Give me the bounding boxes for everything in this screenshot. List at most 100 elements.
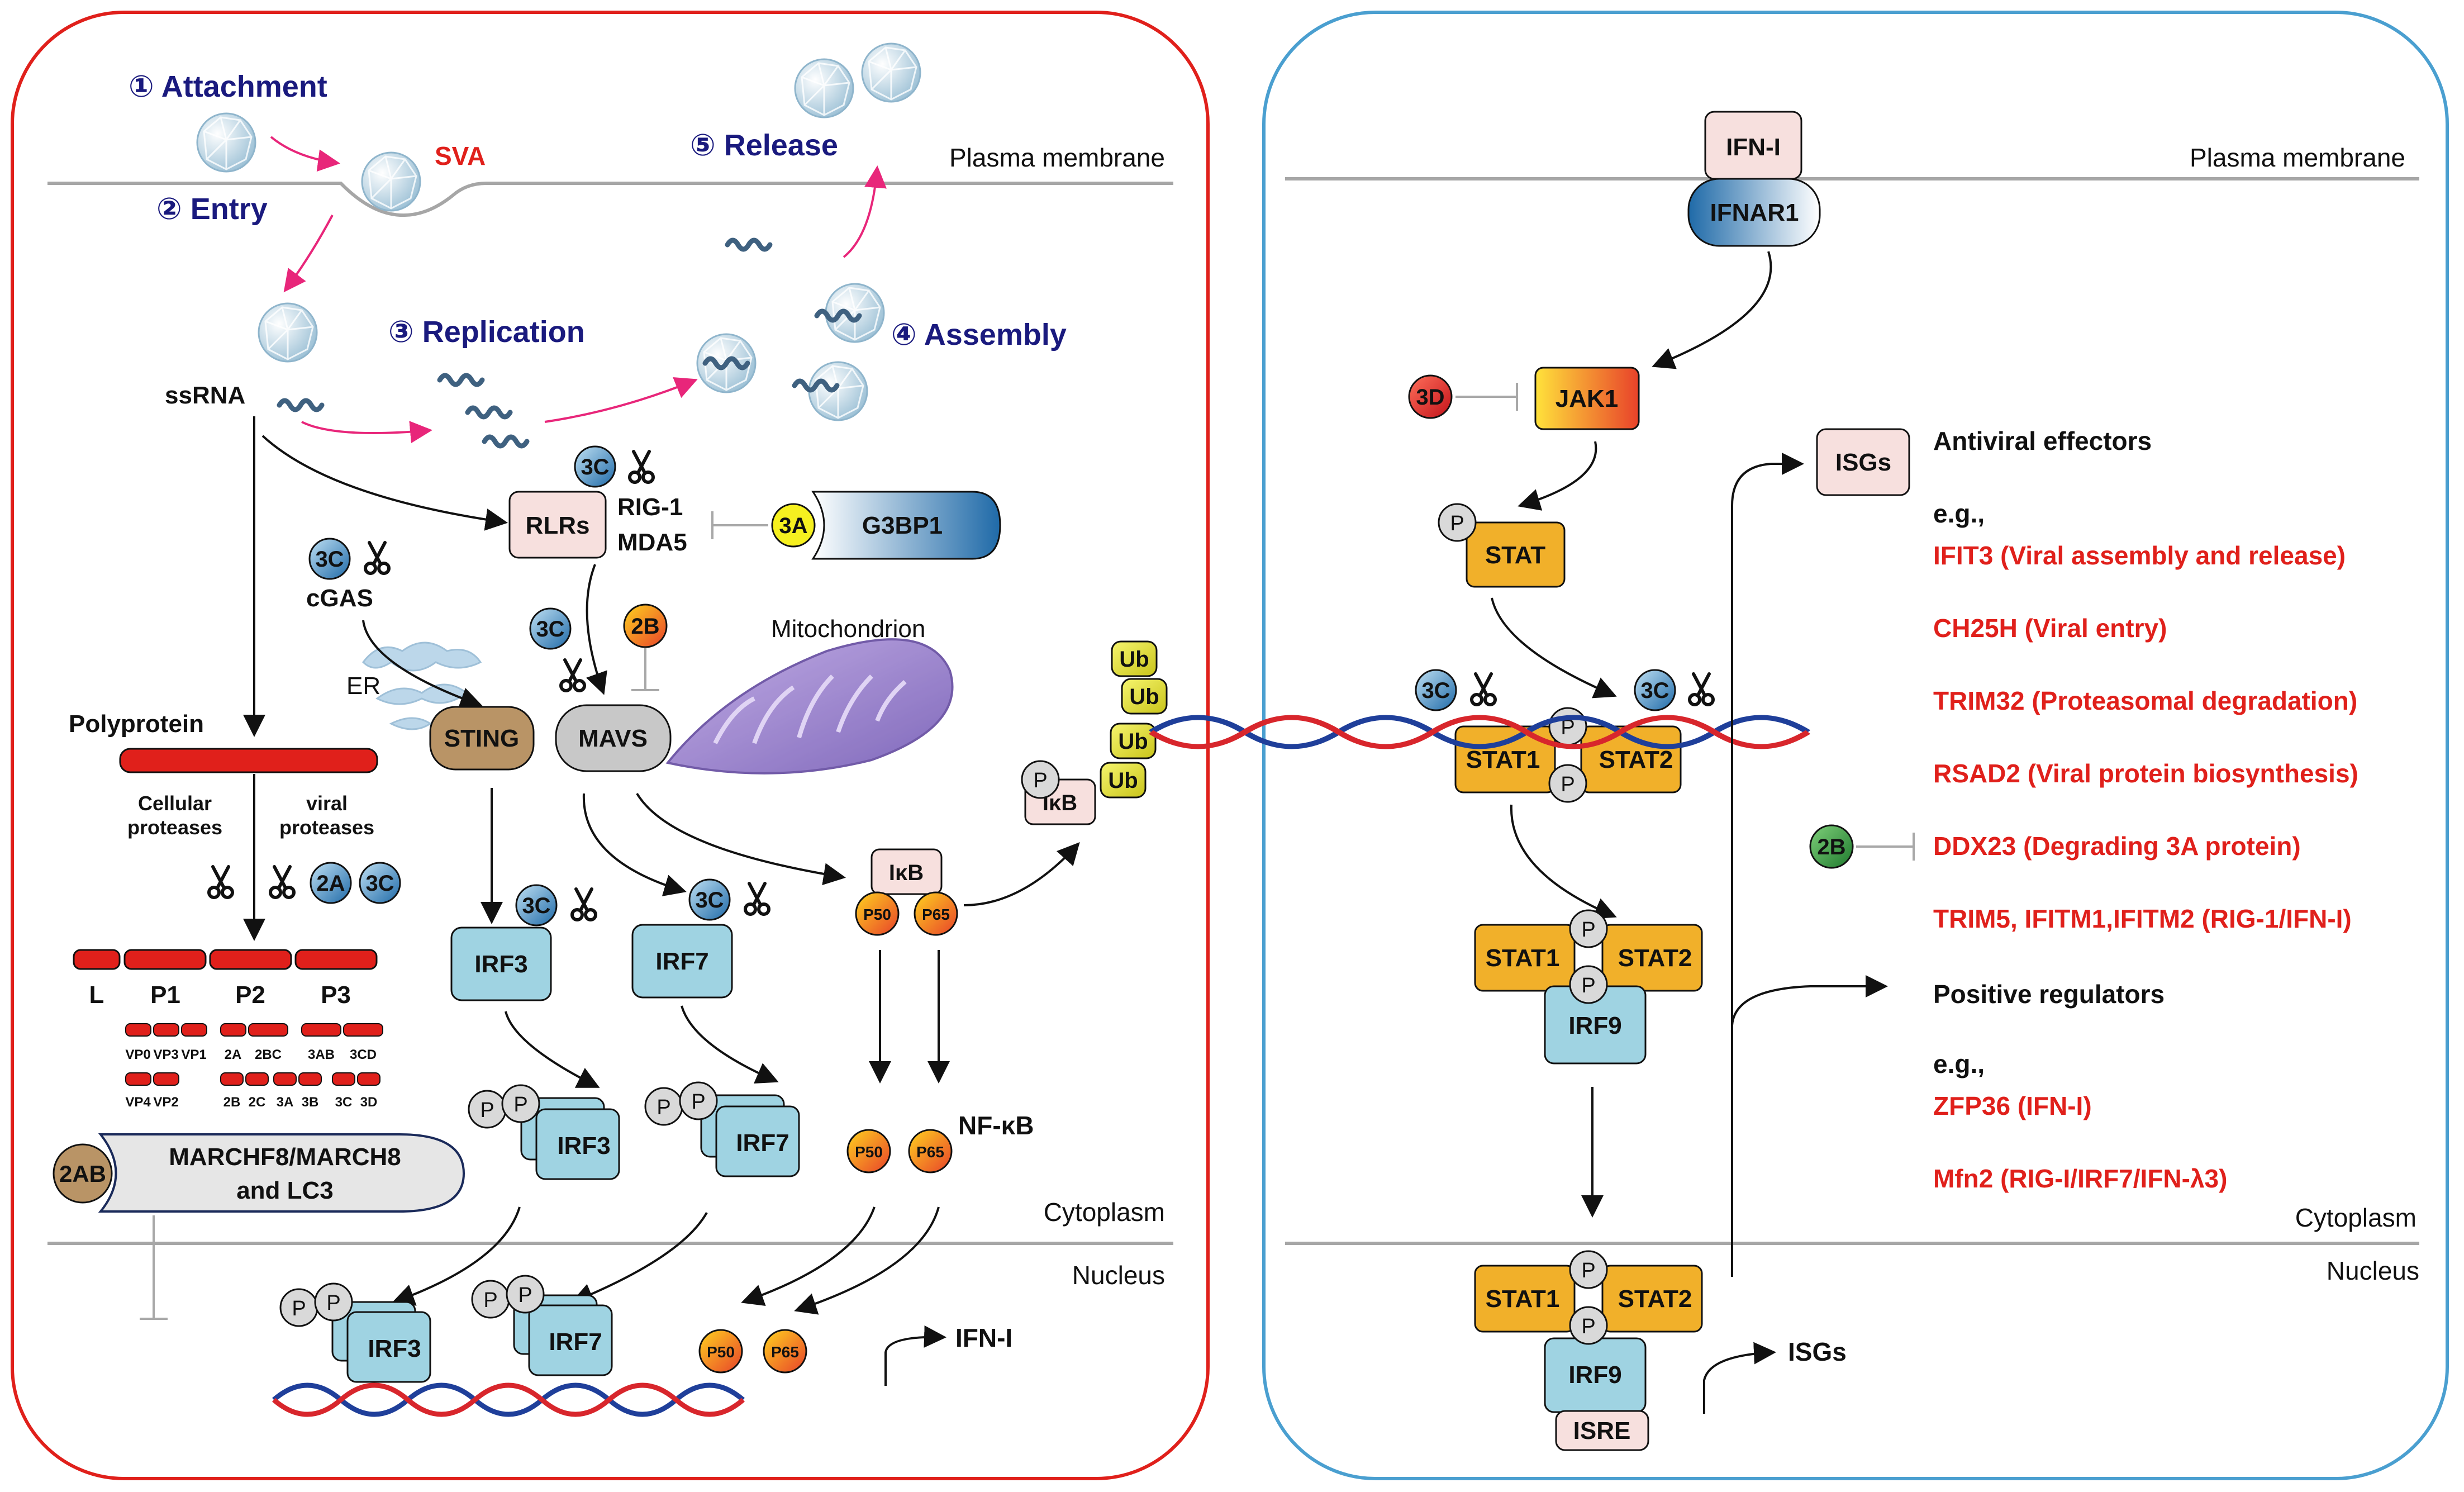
arrow-entry [283, 215, 334, 293]
arrow-mavs-to-irf7 [582, 793, 687, 896]
stat-box [1466, 521, 1566, 588]
p-irf3-box [535, 1108, 620, 1180]
virus-particle-assembly-1 [825, 283, 885, 343]
irf7-label: IRF7 [655, 948, 708, 975]
virus-particle-release-2 [861, 42, 921, 103]
rna-wave-replication-3 [484, 437, 527, 446]
small-label-vp4: VP4 [125, 1095, 151, 1110]
segment-p2-label: P2 [235, 981, 265, 1009]
small-label-vp2: VP2 [153, 1095, 178, 1110]
effector-ifit3: IFIT3 (Viral assembly and release) [1933, 541, 2346, 570]
isgf3-stat1-label: STAT1 [1486, 944, 1560, 972]
ub-label-1: Ub [1108, 768, 1138, 793]
ub-box-3 [1121, 678, 1168, 715]
cgas-label: cGAS [306, 585, 373, 612]
n-irf3-label: IRF3 [368, 1335, 421, 1362]
isgs-box [1816, 428, 1910, 496]
protease-3c-stat2 [1634, 669, 1676, 711]
step-entry-label: ② Entry [156, 192, 268, 226]
rna-wave-replication-2 [468, 408, 510, 417]
arrow-mavs-to-nfkb [636, 792, 846, 886]
arrow-jak1-to-stat [1518, 441, 1597, 511]
mda5-label: MDA5 [617, 529, 687, 556]
protease-3c-mavs [529, 607, 572, 650]
small-label-3c: 3C [335, 1095, 353, 1110]
small-label-3cd: 3CD [350, 1047, 377, 1062]
virus-particle-entry [361, 151, 421, 212]
small-label-vp1: VP1 [181, 1047, 206, 1062]
sting-label: STING [444, 725, 519, 752]
arrow-isgs-upward [1731, 453, 1804, 1277]
arrow-p50-nucleus [741, 1206, 876, 1306]
virus-particle-release-1 [794, 58, 854, 118]
small-label-2b: 2B [223, 1095, 241, 1110]
isgs-box-label: ISGs [1835, 449, 1891, 476]
left-cytoplasm-label: Cytoplasm [1044, 1198, 1165, 1227]
phospho-dimer-bottom [1548, 764, 1587, 803]
arrow-rlrs-to-mavs [586, 564, 607, 695]
isgf3-stat2-box [1601, 924, 1703, 992]
phospho-stat [1438, 503, 1477, 542]
arrow-transcription-isgs [1703, 1342, 1776, 1414]
march-lc3-shape [98, 1133, 465, 1213]
p65-label-nucleus: P65 [771, 1343, 799, 1361]
jak1-label: JAK1 [1556, 385, 1619, 412]
eg-label-regulators: e.g., [1933, 1049, 1985, 1078]
segment-p1-label: P1 [150, 981, 180, 1009]
ifnar1-label: IFNAR1 [1710, 199, 1799, 226]
cellular-proteases-label-2: proteases [127, 816, 222, 839]
segment-p3-label: P3 [321, 981, 351, 1009]
stat-label: STAT [1485, 541, 1545, 569]
effector-trim5: TRIM5, IFITM1,IFITM2 (RIG-1/IFN-I) [1933, 904, 2352, 933]
scissors-icon [1472, 674, 1495, 705]
ub-box-2 [1110, 723, 1157, 759]
protein-3a-label: 3A [779, 514, 807, 538]
viral-proteases-label-1: viral [306, 792, 348, 815]
irf3-box [450, 926, 552, 1001]
protein-2ab-label: 2AB [59, 1161, 106, 1187]
phospho-irf3-1 [468, 1090, 507, 1129]
left-plasma-membrane-line [47, 182, 1173, 217]
eg-label-effectors: e.g., [1933, 499, 1985, 528]
small-label-vp3: VP3 [153, 1047, 178, 1062]
left-nucleus-label: Nucleus [1072, 1261, 1165, 1290]
phospho-n-irf7-1 [471, 1280, 510, 1319]
rlrs-label: RLRs [526, 512, 590, 539]
phospho-dimer-top [1548, 707, 1587, 746]
step-assembly-label: ④ Assembly [891, 318, 1067, 351]
phospho-n-isgf3-bottom [1569, 1306, 1608, 1345]
ifnar1-box [1687, 178, 1821, 247]
rna-wave-replication-1 [440, 376, 482, 384]
protein-3d-circle [1408, 374, 1453, 419]
isgf3-stat1-box [1474, 924, 1576, 992]
phospho-n-irf3-2 [314, 1282, 353, 1322]
isgf3-irf9-label: IRF9 [1568, 1012, 1621, 1039]
scissors-icon [1690, 674, 1713, 705]
ikb-label-complex: IκB [889, 861, 924, 885]
small-label-3ab: 3AB [308, 1047, 335, 1062]
virus-particle-attachment [196, 112, 256, 173]
protease-3c-polyprotein [359, 862, 401, 904]
ub-box-4 [1111, 640, 1158, 677]
mitochondrion-label: Mitochondrion [771, 615, 925, 643]
phospho-irf7-1 [644, 1087, 683, 1126]
arrow-attachment [270, 136, 340, 172]
left-plasma-membrane-label: Plasma membrane [949, 143, 1165, 172]
arrow-replication [301, 421, 432, 444]
arrow-release [843, 165, 887, 258]
mavs-box [555, 704, 672, 772]
protein-2b-circle [623, 604, 668, 648]
protein-2b-green-circle [1809, 824, 1854, 869]
irf3-label: IRF3 [474, 951, 527, 978]
arrow-ifnar1-to-jak1 [1652, 251, 1772, 369]
n-irf7-label: IRF7 [549, 1328, 602, 1356]
scissors-icon [745, 883, 769, 914]
mavs-label: MAVS [578, 725, 648, 752]
march-label-line2: and LC3 [236, 1177, 334, 1204]
g3bp1-label: G3BP1 [862, 512, 943, 539]
sva-label: SVA [435, 141, 486, 170]
step-release-label: ⑤ Release [690, 129, 838, 162]
ub-box-1 [1100, 762, 1147, 799]
protease-3c-cgas [308, 538, 351, 580]
arrow-p-irf7-nucleus [570, 1212, 708, 1305]
